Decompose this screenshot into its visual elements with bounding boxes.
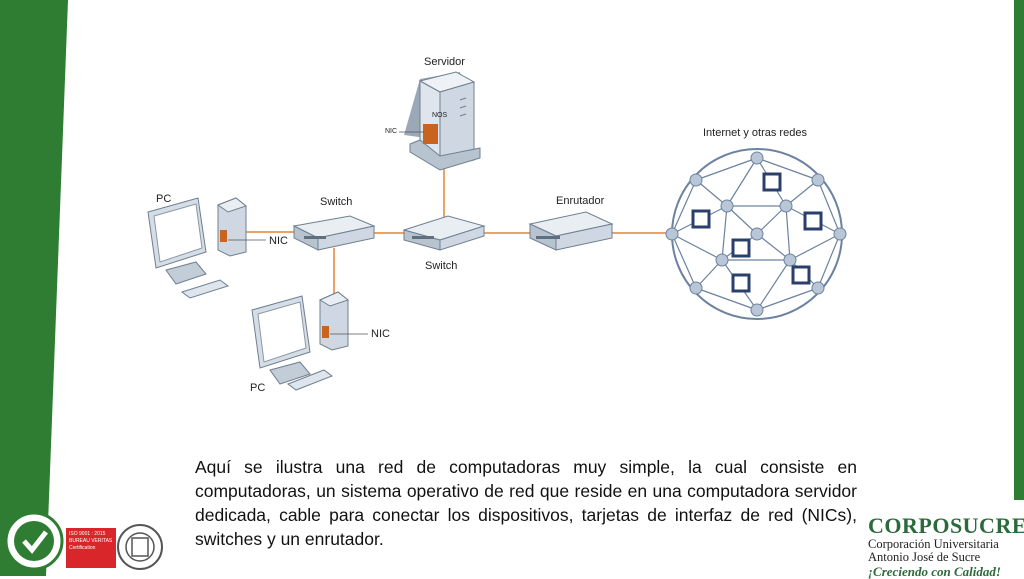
label-internet: Internet y otras redes — [703, 127, 807, 139]
brand-line-1: Corporación Universitaria — [868, 537, 999, 551]
left-green-band — [0, 0, 68, 576]
pc-top — [147, 197, 248, 299]
label-router: Enrutador — [556, 195, 605, 207]
label-nic-server: NIC — [385, 128, 398, 135]
brand-name: CORPOSUCRE — [868, 513, 1024, 538]
iso-line-3: Certification — [69, 545, 96, 551]
network-cables — [246, 163, 672, 310]
pc-bottom — [251, 291, 350, 391]
brand-logo: CORPOSUCRE Corporación Universitaria Ant… — [868, 513, 1024, 579]
label-nos: NOS — [432, 112, 448, 119]
label-nic-pc-bottom: NIC — [371, 328, 390, 340]
label-pc-bottom: PC — [250, 382, 266, 394]
certified-seal — [4, 511, 64, 571]
label-server: Servidor — [424, 56, 465, 68]
internet-cloud — [665, 148, 847, 320]
iso-line-2: BUREAU VERITAS — [69, 538, 113, 544]
iso-line-1: ISO 9001 : 2015 — [69, 531, 106, 537]
label-nic-pc-top: NIC — [269, 235, 288, 247]
label-switch-left: Switch — [320, 196, 353, 208]
bureau-veritas-seal — [117, 524, 163, 570]
label-switch-center: Switch — [425, 260, 458, 272]
description-paragraph: Aquí se ilustra una red de computadoras … — [195, 457, 857, 549]
label-pc-top: PC — [156, 193, 172, 205]
router-device — [528, 211, 614, 251]
brand-slogan: ¡Creciendo con Calidad! — [868, 564, 1001, 579]
server-device — [404, 71, 481, 171]
brand-line-2: Antonio José de Sucre — [868, 550, 981, 564]
iso-certification-badge: ISO 9001 : 2015 BUREAU VERITAS Certifica… — [66, 528, 116, 568]
right-green-strip — [1014, 0, 1024, 500]
switch-left-device — [292, 215, 376, 251]
switch-center-device — [402, 215, 486, 251]
